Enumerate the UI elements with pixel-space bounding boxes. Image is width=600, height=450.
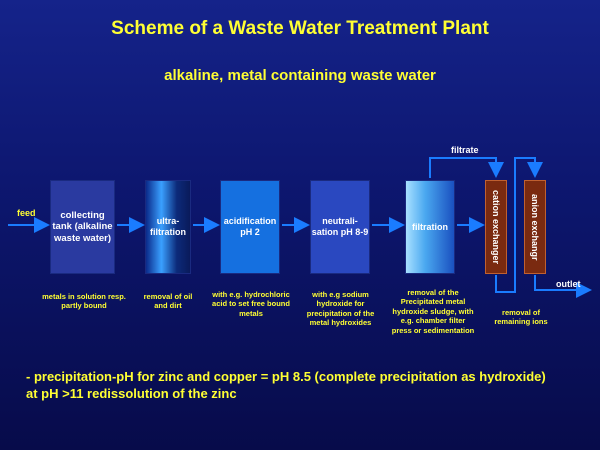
collecting-caption: metals in solution resp. partly bound [42,292,126,311]
page-subtitle: alkaline, metal containing waste water [164,67,436,84]
filtration-label: filtration [412,221,448,232]
filtration-box: filtration [405,180,455,274]
filtrate-label: filtrate [451,145,479,155]
anion-exchanger-label: anion exchangr [530,193,540,261]
page-title: Scheme of a Waste Water Treatment Plant [111,18,489,39]
cation-exchanger-box: cation exchanger [485,180,507,274]
ultrafiltration-caption: removal of oil and dirt [143,292,193,311]
cation-exchanger-label: cation exchanger [491,189,501,265]
neutralisation-label: neutrali-sation pH 8-9 [311,216,369,237]
anion-exchanger-box: anion exchangr [524,180,546,274]
acidification-caption: with e.g. hydrochloric acid to set free … [212,290,290,318]
exchangers-caption: removal of remaining ions [494,308,548,327]
note-line-1: - precipitation-pH for zinc and copper =… [26,369,546,384]
ultrafiltration-box: ultra-filtration [145,180,191,274]
outlet-label: outlet [556,279,581,289]
collecting-tank-box: collecting tank (alkaline waste water) [50,180,115,274]
acidification-label: acidification pH 2 [223,216,277,237]
collecting-tank-label: collecting tank (alkaline waste water) [52,209,113,244]
filtration-caption: removal of the Precipitated metal hydrox… [391,288,475,335]
feed-label: feed [17,208,36,218]
arrow-outlet [534,275,592,298]
arrow-filtrate [429,157,504,178]
acidification-box: acidification pH 2 [220,180,280,274]
arrow-6-7 [495,157,543,293]
neutralisation-caption: with e.g sodium hydroxide for precipitat… [306,290,375,328]
note-text: - precipitation-pH for zinc and copper =… [26,369,586,403]
ultrafiltration-label: ultra-filtration [150,216,186,237]
note-line-2: at pH >11 redissolution of the zinc [26,385,237,401]
neutralisation-box: neutrali-sation pH 8-9 [310,180,370,274]
